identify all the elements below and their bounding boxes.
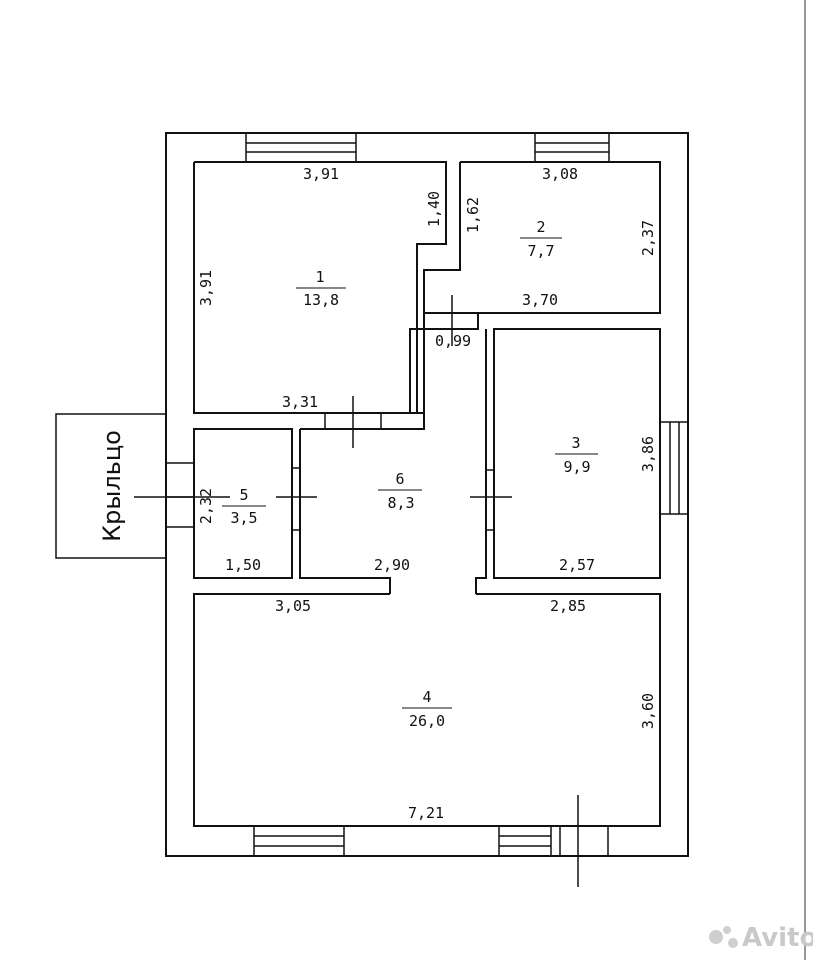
dim-r2-bottom: 3,70 bbox=[522, 291, 558, 309]
room-6-area: 8,3 bbox=[387, 494, 414, 512]
dim-r5-bottom: 1,50 bbox=[225, 556, 261, 574]
dim-r4-top-right: 2,85 bbox=[550, 597, 586, 615]
room-6-number: 6 bbox=[395, 470, 404, 488]
exterior-door bbox=[559, 825, 609, 857]
room-3-number: 3 bbox=[571, 434, 580, 452]
dim-r5-left: 2,32 bbox=[197, 488, 215, 524]
room-2-number: 2 bbox=[536, 218, 545, 236]
dim-r4-bottom: 7,21 bbox=[408, 804, 444, 822]
dim-r2-top: 3,08 bbox=[542, 165, 578, 183]
room-5-number: 5 bbox=[239, 486, 248, 504]
room-3-label: 3 9,9 bbox=[555, 434, 598, 476]
dim-r2-left: 1,62 bbox=[464, 197, 482, 233]
dim-r4-right: 3,60 bbox=[639, 693, 657, 729]
room-4-number: 4 bbox=[422, 688, 431, 706]
door-marks bbox=[134, 295, 579, 887]
dim-corridor: 0,99 bbox=[435, 332, 471, 350]
porch-label: Крыльцо bbox=[98, 430, 126, 542]
window-right bbox=[659, 421, 689, 515]
room-5-area: 3,5 bbox=[230, 509, 257, 527]
dim-r1-bottom: 3,31 bbox=[282, 393, 318, 411]
room-2-label: 2 7,7 bbox=[520, 218, 562, 260]
room-1-walls bbox=[193, 161, 447, 414]
room-5-label: 5 3,5 bbox=[222, 486, 266, 527]
room-6-top-wall bbox=[300, 412, 425, 430]
watermark-text: Avito bbox=[742, 923, 813, 953]
dim-r4-top-left: 3,05 bbox=[275, 597, 311, 615]
entrance-door bbox=[165, 462, 195, 528]
dim-r2-right: 2,37 bbox=[639, 220, 657, 256]
room-2-area: 7,7 bbox=[527, 242, 554, 260]
dim-r1-top: 3,91 bbox=[303, 165, 339, 183]
corridor-left-wall bbox=[409, 328, 424, 413]
room-6-label: 6 8,3 bbox=[378, 470, 422, 512]
window-top-left bbox=[245, 132, 357, 163]
avito-watermark: Avito bbox=[709, 923, 813, 953]
room-4-walls bbox=[193, 593, 661, 827]
dim-r1-notch: 1,40 bbox=[425, 191, 443, 227]
room-4-area: 26,0 bbox=[409, 712, 445, 730]
room-1-label: 1 13,8 bbox=[296, 268, 346, 309]
dim-r3-right: 3,86 bbox=[639, 436, 657, 472]
window-top-right bbox=[534, 132, 610, 163]
window-bottom-right bbox=[498, 825, 552, 857]
room-1-area: 13,8 bbox=[303, 291, 339, 309]
room-4-label: 4 26,0 bbox=[402, 688, 452, 730]
porch bbox=[55, 413, 167, 559]
dim-r3-bottom: 2,57 bbox=[559, 556, 595, 574]
room-6-right-wall bbox=[475, 329, 487, 594]
dim-r1-left: 3,91 bbox=[197, 270, 215, 306]
room-1-number: 1 bbox=[315, 268, 324, 286]
window-bottom-left bbox=[253, 825, 345, 857]
corridor-walls bbox=[423, 313, 479, 330]
room-3-area: 9,9 bbox=[563, 458, 590, 476]
dim-r6-bottom: 2,90 bbox=[374, 556, 410, 574]
